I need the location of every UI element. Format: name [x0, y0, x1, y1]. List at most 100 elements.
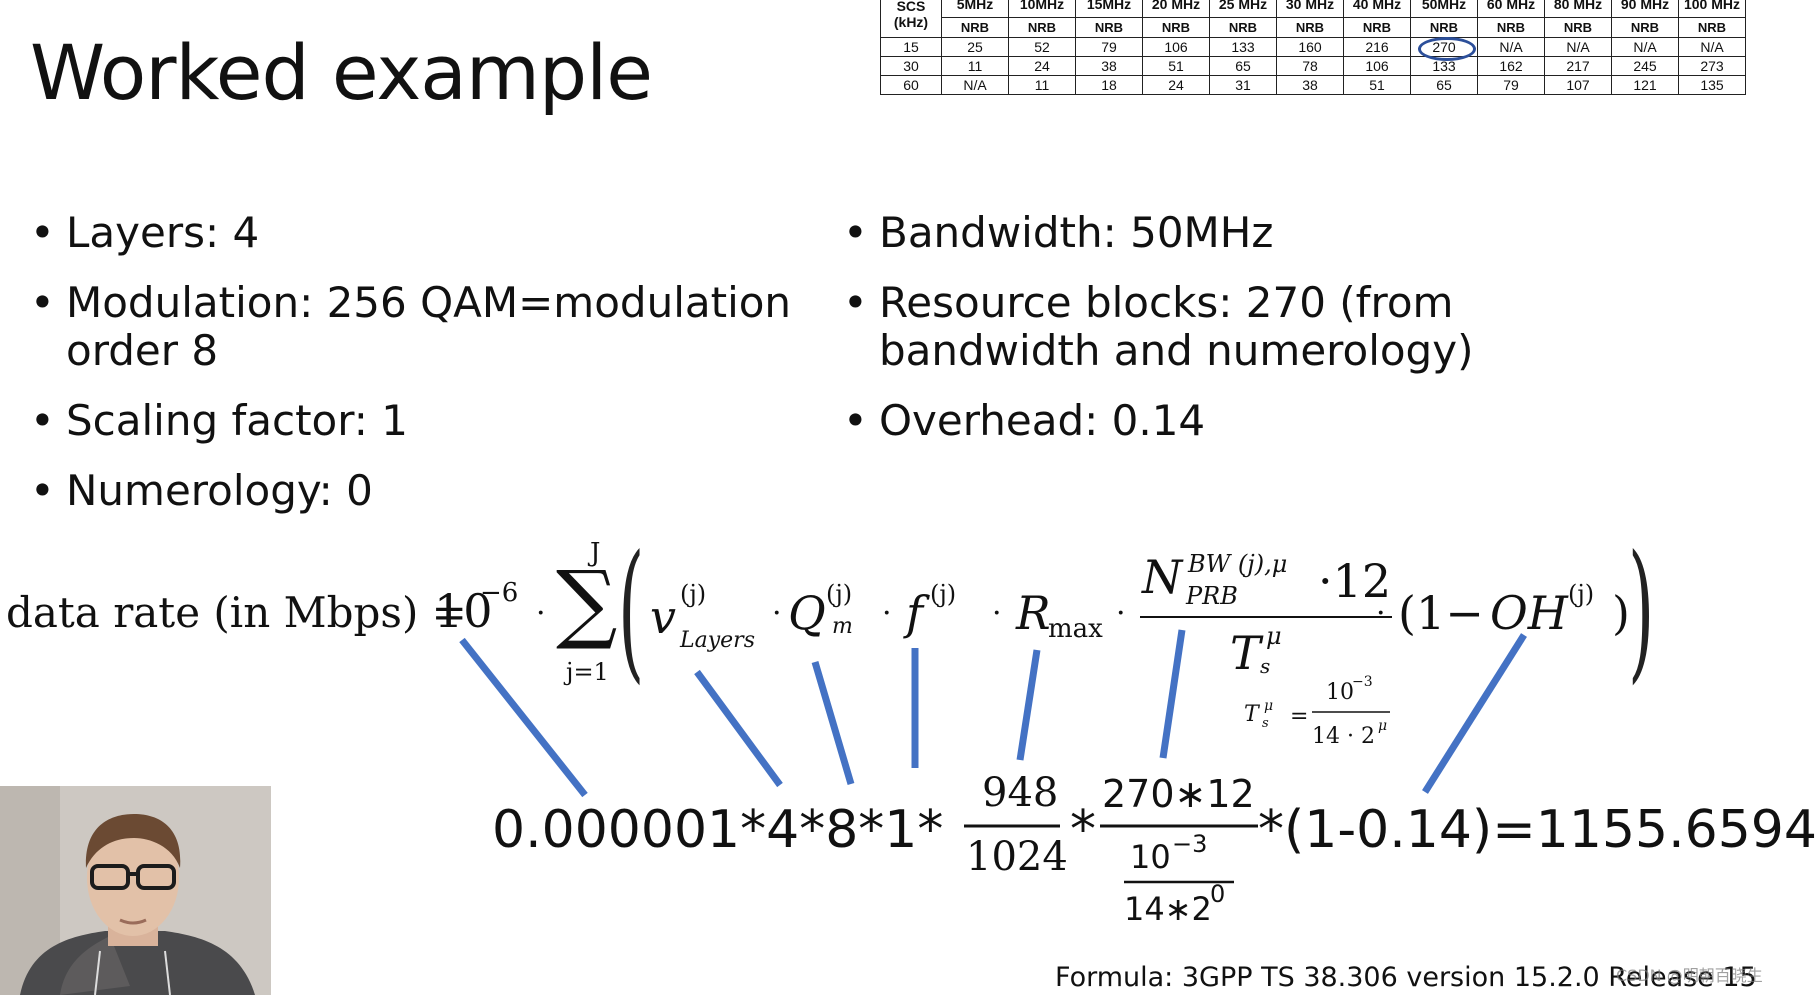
table-cell: 160	[1276, 37, 1344, 57]
table-cell: N/A	[1477, 37, 1545, 57]
f-symbol: f	[906, 586, 924, 640]
nrb-subheader: NRB	[1678, 17, 1746, 38]
bullet-text-line2: bandwidth and numerology)	[879, 326, 1474, 375]
slide-title: Worked example	[30, 28, 653, 117]
n-subscript: PRB	[1186, 582, 1238, 610]
nrb-subheader: NRB	[941, 17, 1009, 38]
table-cell: N/A	[941, 75, 1009, 95]
bullet-text-line2: order 8	[66, 326, 219, 375]
bw-header: 15MHz	[1075, 0, 1143, 18]
table-cell: 162	[1477, 56, 1545, 76]
bullet-text: Modulation: 256 QAM=modulation	[66, 278, 792, 327]
presenter-avatar	[0, 786, 271, 996]
ts-def-denominator: 14 · 2	[1312, 724, 1375, 749]
table-cell: 78	[1276, 56, 1344, 76]
v-subscript: Layers	[680, 628, 755, 653]
result-prefix: 0.000001*4*8*1*	[492, 800, 944, 860]
bw-header: 60 MHz	[1477, 0, 1545, 18]
nrb-subheader: NRB	[1410, 17, 1478, 38]
ts-def-numerator: 10	[1326, 680, 1354, 705]
bullet-text: Scaling factor: 1	[66, 396, 408, 445]
table-cell: 38	[1075, 56, 1143, 76]
table-cell: 107	[1544, 75, 1612, 95]
dot-operator: ·	[536, 596, 546, 631]
nrb-subheader: NRB	[1008, 17, 1076, 38]
bullet-dot: •	[30, 278, 55, 327]
table-cell: 106	[1142, 37, 1210, 57]
scs-header-label: SCS	[896, 0, 926, 14]
result-frac1-numerator: 948	[982, 770, 1059, 816]
dot-operator: ·	[1116, 596, 1126, 631]
formula-lhs: data rate (in Mbps) =	[6, 588, 467, 637]
bw-header: 80 MHz	[1544, 0, 1612, 18]
table-cell: N/A	[1544, 37, 1612, 57]
table-cell: 24	[1008, 56, 1076, 76]
n-superscript: BW (j),μ	[1188, 550, 1288, 578]
bw-header: 90 MHz	[1611, 0, 1679, 18]
dot-operator: ·	[772, 596, 782, 631]
t-symbol: T	[1230, 626, 1261, 680]
oh-superscript: (j)	[1568, 580, 1595, 608]
ts-def-mu: μ	[1264, 698, 1274, 714]
table-cell: 65	[1410, 75, 1478, 95]
bullet-text: Resource blocks: 270 (from	[879, 278, 1454, 327]
table-cell: 11	[941, 56, 1009, 76]
table-cell: N/A	[1678, 37, 1746, 57]
table-cell: 11	[1008, 75, 1076, 95]
table-cell: 25	[941, 37, 1009, 57]
sigma-icon: ∑	[556, 553, 618, 653]
table-cell: 51	[1142, 56, 1210, 76]
bullet-text: Bandwidth: 50MHz	[879, 208, 1274, 257]
table-cell: 18	[1075, 75, 1143, 95]
table-cell: 52	[1008, 37, 1076, 57]
table-cell: 31	[1209, 75, 1277, 95]
r-subscript: max	[1048, 614, 1103, 644]
highlighted-value: 270	[1432, 39, 1456, 55]
table-cell: 106	[1343, 56, 1411, 76]
bullet-dot: •	[30, 466, 55, 515]
dot-operator: ·	[992, 596, 1002, 631]
table-cell: 24	[1142, 75, 1210, 95]
ts-def-denominator-exp: μ	[1378, 718, 1388, 734]
equals-sign: =	[1290, 704, 1309, 729]
bullet-text: Overhead: 0.14	[879, 396, 1206, 445]
table-cell: 135	[1678, 75, 1746, 95]
bullet-dot: •	[30, 208, 55, 257]
dot-operator: ·	[1376, 596, 1386, 631]
bw-header: 30 MHz	[1276, 0, 1344, 18]
nrb-subheader: NRB	[1611, 17, 1679, 38]
q-superscript: (j)	[826, 580, 853, 608]
scs-header-unit: (kHz)	[893, 14, 929, 30]
q-subscript: m	[832, 614, 853, 639]
table-cell: 273	[1678, 56, 1746, 76]
table-cell: 79	[1075, 37, 1143, 57]
watermark: CSDN @明朝百晓生	[1616, 966, 1763, 985]
sum-upper: J	[590, 538, 601, 568]
bw-header: 25 MHz	[1209, 0, 1277, 18]
bw-header: 10MHz	[1008, 0, 1076, 18]
t-superscript: μ	[1266, 622, 1282, 650]
table-cell: 217	[1544, 56, 1612, 76]
table-cell: 216	[1343, 37, 1411, 57]
table-cell: 133	[1209, 37, 1277, 57]
bullet-dot: •	[30, 396, 55, 445]
q-symbol: Q	[788, 586, 826, 640]
f-superscript: (j)	[930, 580, 957, 608]
formula-ten: 10	[434, 584, 493, 638]
table-cell: 121	[1611, 75, 1679, 95]
nrb-subheader: NRB	[1343, 17, 1411, 38]
sum-lower: j=1	[566, 658, 609, 686]
nrb-subheader: NRB	[1209, 17, 1277, 38]
r-symbol: R	[1016, 586, 1051, 640]
n-symbol: N	[1142, 550, 1183, 604]
result-star: *	[1070, 800, 1096, 860]
bullet-dot: •	[843, 396, 868, 445]
table-cell: 65	[1209, 56, 1277, 76]
table-cell: 38	[1276, 75, 1344, 95]
result-frac2-sub-denominator-exp: 0	[1210, 880, 1226, 908]
nrb-subheader: NRB	[1276, 17, 1344, 38]
result-frac2-sub-numerator-exp: −3	[1172, 830, 1208, 858]
